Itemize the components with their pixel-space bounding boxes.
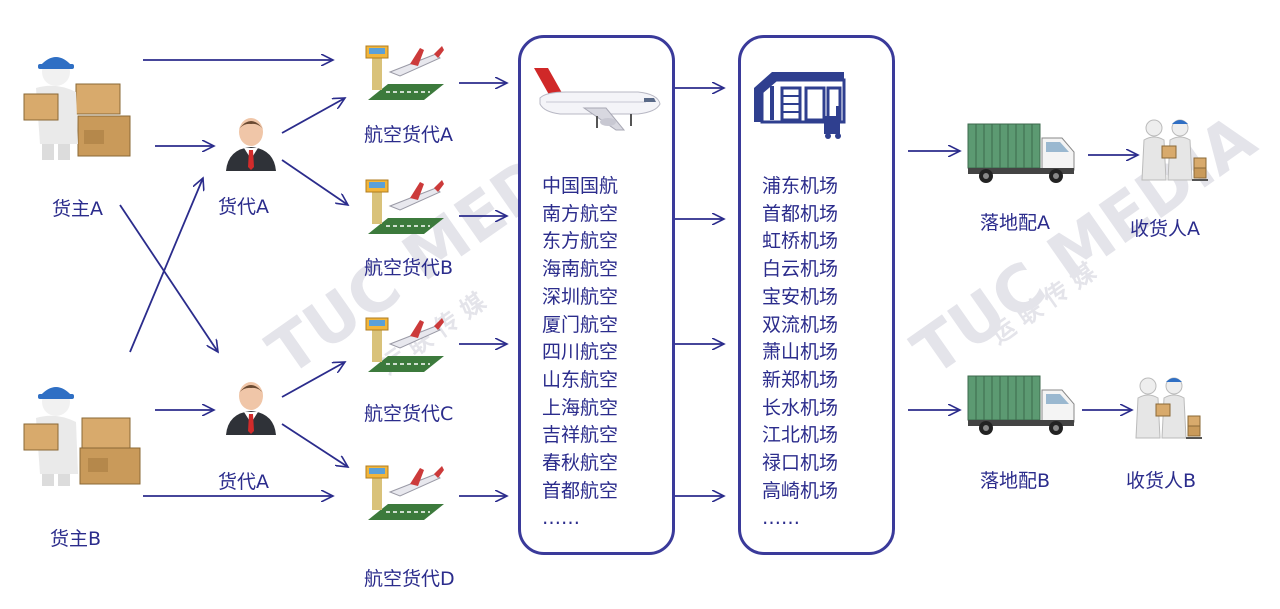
airline-item: 春秋航空: [542, 452, 619, 475]
air-forwarder-b-label: 航空货代B: [364, 257, 454, 279]
shipper-a-label: 货主A: [52, 198, 103, 220]
forwarder-a-bottom-label: 货代A: [218, 471, 269, 493]
air-forwarder-b-icon: [365, 179, 444, 234]
airport-item: 首都机场: [762, 202, 839, 225]
truck-a-icon: [967, 123, 1075, 183]
airline-item: 厦门航空: [542, 313, 619, 336]
airport-item: 浦东机场: [762, 175, 839, 197]
receiver-a-label: 收货人A: [1130, 218, 1200, 240]
airline-item: 吉祥航空: [542, 424, 619, 447]
airport-item: 江北机场: [762, 424, 839, 447]
airline-item: 首都航空: [542, 479, 619, 502]
airplane-icon: [534, 68, 661, 131]
airline-item: 四川航空: [542, 341, 619, 364]
airline-item: 南方航空: [542, 202, 619, 225]
airline-item: 东方航空: [542, 230, 619, 253]
airport-item: 白云机场: [762, 258, 839, 281]
airlines-list: 中国国航 南方航空 东方航空 海南航空 深圳航空 厦门航空 四川航空 山东航空 …: [542, 173, 618, 533]
forwarder-a-top-label: 货代A: [218, 196, 269, 218]
receiver-b-label: 收货人B: [1126, 470, 1197, 492]
shipper-a-icon: [23, 57, 131, 160]
airline-item: 海南航空: [542, 258, 619, 281]
air-forwarder-d-icon: [365, 465, 444, 520]
air-forwarder-c-icon: [365, 317, 444, 372]
warehouse-icon: [754, 72, 846, 139]
airline-item: 深圳航空: [542, 285, 619, 308]
airport-item: 双流机场: [762, 313, 839, 336]
receiver-a-icon: [1141, 119, 1208, 181]
forwarder-a-bottom-icon: [226, 382, 276, 435]
airport-item: 高崎机场: [762, 479, 839, 502]
airport-item: 宝安机场: [762, 285, 839, 308]
shipper-b-label: 货主B: [50, 528, 102, 550]
shipper-b-icon: [23, 387, 141, 486]
air-forwarder-a-icon: [365, 45, 444, 100]
forwarder-a-top-icon: [226, 118, 276, 171]
airline-item: ……: [542, 507, 580, 530]
receiver-b-icon: [1135, 377, 1202, 439]
airline-item: 中国国航: [542, 175, 619, 197]
delivery-b-label: 落地配B: [980, 470, 1051, 492]
delivery-a-label: 落地配A: [980, 212, 1050, 234]
air-forwarder-a-label: 航空货代A: [364, 124, 453, 146]
truck-b-icon: [967, 375, 1075, 435]
airport-item: 长水机场: [762, 396, 839, 419]
airline-item: 上海航空: [542, 396, 619, 419]
air-forwarder-d-label: 航空货代D: [364, 568, 455, 590]
airport-item: 禄口机场: [762, 452, 839, 475]
air-forwarder-c-label: 航空货代C: [364, 403, 454, 425]
airports-list: 浦东机场 首都机场 虹桥机场 白云机场 宝安机场 双流机场 萧山机场 新郑机场 …: [762, 173, 838, 533]
airport-item: 萧山机场: [762, 341, 839, 364]
airport-item: 虹桥机场: [762, 230, 839, 253]
airport-item: ……: [762, 507, 800, 530]
airport-item: 新郑机场: [762, 368, 839, 391]
airline-item: 山东航空: [542, 368, 619, 391]
